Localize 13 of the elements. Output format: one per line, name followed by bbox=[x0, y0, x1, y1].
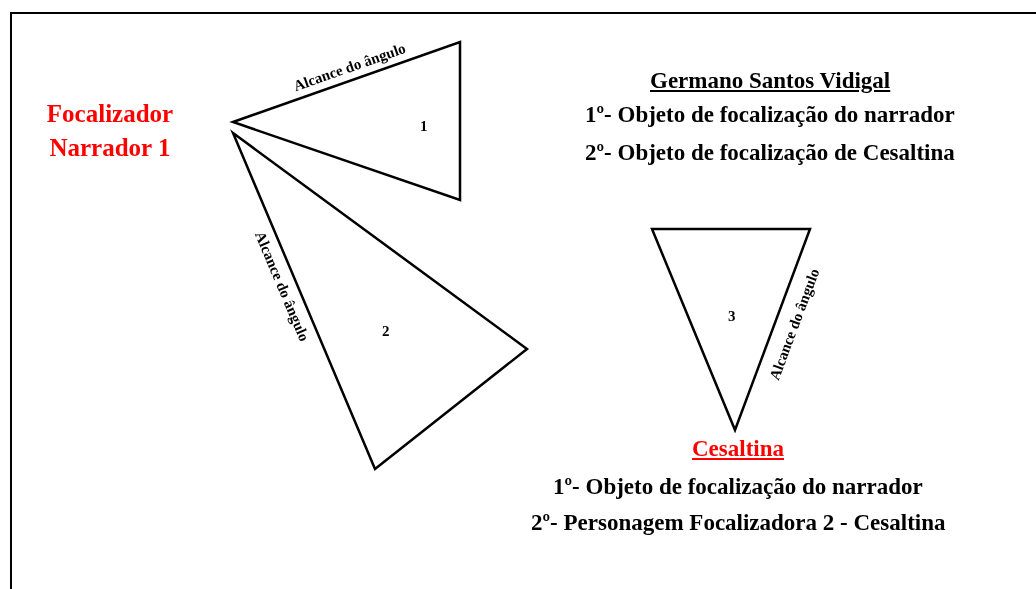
description-line: 2º- Objeto de focalização de Cesaltina bbox=[585, 140, 955, 166]
description-line: 1º- Objeto de focalização do narrador bbox=[553, 474, 923, 500]
heading: Germano Santos Vidigal bbox=[650, 68, 891, 94]
description-line: 1º- Objeto de focalização do narrador bbox=[585, 102, 955, 128]
side-label: Alcance do ângulo bbox=[251, 228, 313, 344]
focalizer-label: Focalizador Narrador 1 bbox=[45, 99, 175, 163]
heading: Cesaltina bbox=[692, 436, 784, 462]
side-label: Alcance do ângulo bbox=[766, 266, 824, 382]
triangle-number: 1 bbox=[420, 118, 428, 135]
triangle-number: 2 bbox=[382, 323, 390, 340]
side-label: Alcance do ângulo bbox=[291, 39, 408, 95]
description-line: 2º- Personagem Focalizadora 2 - Cesaltina bbox=[531, 510, 946, 536]
triangle-number: 3 bbox=[728, 308, 736, 325]
